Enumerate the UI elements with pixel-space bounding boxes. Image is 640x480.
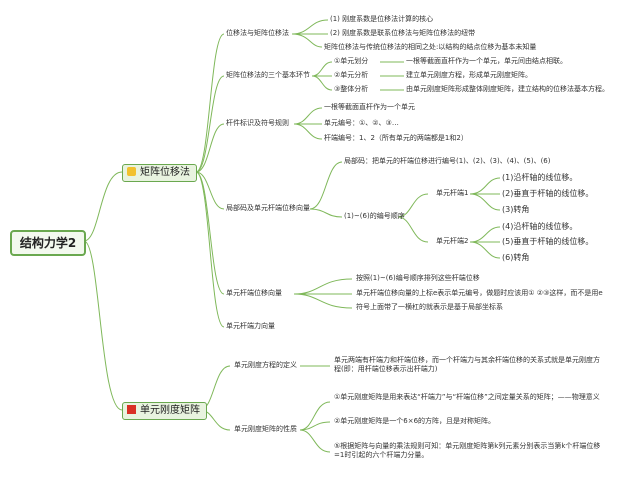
topic-item: 单元编号：①、②、③…: [324, 119, 399, 127]
numbering-order: (1)~(6)的编号顺序: [344, 212, 405, 220]
topic-local-code[interactable]: 局部码及单元杆端位移向量: [226, 204, 310, 212]
end2-item: (6)转角: [502, 253, 530, 262]
element-end-1: 单元杆端1: [436, 189, 469, 197]
end2-item: (5)垂直于杆轴的线位移。: [502, 237, 594, 246]
topic-item: 按照(1)~(6)编号顺序排列这些杆端位移: [356, 274, 480, 282]
end1-item: (3)转角: [502, 205, 530, 214]
step-desc: 由单元刚度矩阵形成整体刚度矩阵，建立结构的位移法基本方程。: [406, 85, 609, 93]
root-node[interactable]: 结构力学2: [10, 230, 86, 256]
topic-item: 矩阵位移法与传统位移法的相同之处:以结构的结点位移为基本未知量: [324, 43, 537, 51]
step-label: ①单元划分: [334, 57, 369, 65]
branch-matrix-displacement[interactable]: 矩阵位移法: [122, 164, 197, 182]
star-icon: [127, 167, 136, 176]
end2-item: (4)沿杆轴的线位移。: [502, 222, 578, 231]
branch-label: 单元刚度矩阵: [140, 405, 200, 416]
property-item: ⑤根据矩阵与向量的乘法规则可知：单元刚度矩阵第k列元素分别表示当第k个杆端位移=…: [334, 442, 601, 459]
stiffness-equation-text: 单元两端有杆端力和杆端位移，而一个杆端力与其余杆端位移的关系式就是单元刚度方程(…: [334, 356, 600, 373]
topic-item: 杆端编号：1、2（所有单元的两端都是1和2）: [324, 134, 468, 142]
end1-item: (2)垂直于杆轴的线位移。: [502, 189, 594, 198]
step-desc: 一根等截面直杆作为一个单元，单元间由结点相联。: [406, 57, 567, 65]
topic-symbol-rules[interactable]: 杆件标识及符号规则: [226, 119, 289, 127]
topic-item: (1) 刚度系数是位移法计算的核心: [330, 15, 434, 23]
branch-element-stiffness[interactable]: 单元刚度矩阵: [122, 402, 207, 420]
element-end-2: 单元杆端2: [436, 237, 469, 245]
step-label: ③整体分析: [334, 85, 369, 93]
property-item: ①单元刚度矩阵是用来表达“杆端力”与“杆端位移”之间定量关系的矩阵；——物理意义: [334, 393, 600, 401]
end1-item: (1)沿杆轴的线位移。: [502, 173, 578, 182]
local-code-text: 局部码：把单元的杆端位移进行编号(1)、(2)、(3)、(4)、(5)、(6): [344, 157, 551, 165]
topic-stiffness-equation[interactable]: 单元刚度方程的定义: [234, 361, 297, 369]
topic-item: 一根等截面直杆作为一个单元: [324, 103, 415, 111]
topic-stiffness-properties[interactable]: 单元刚度矩阵的性质: [234, 425, 297, 433]
step-label: ②单元分析: [334, 71, 369, 79]
property-item: ②单元刚度矩阵是一个6×6的方阵，且是对称矩阵。: [334, 417, 496, 425]
topic-displacement-methods[interactable]: 位移法与矩阵位移法: [226, 29, 289, 37]
topic-item: (2) 刚度系数是联系位移法与矩阵位移法的纽带: [330, 29, 476, 37]
branch-label: 矩阵位移法: [140, 167, 190, 178]
topic-item: 单元杆端位移向量的上标e表示单元编号，做题时应该用① ②③这样，而不是用e: [356, 289, 603, 297]
topic-item: 符号上面带了一横杠的就表示是基于局部坐标系: [356, 303, 503, 311]
topic-displacement-vector[interactable]: 单元杆端位移向量: [226, 289, 282, 297]
topic-three-steps[interactable]: 矩阵位移法的三个基本环节: [226, 71, 310, 79]
topic-force-vector[interactable]: 单元杆端力向量: [226, 322, 275, 330]
flag-icon: [127, 405, 136, 414]
step-desc: 建立单元刚度方程，形成单元刚度矩阵。: [406, 71, 532, 79]
